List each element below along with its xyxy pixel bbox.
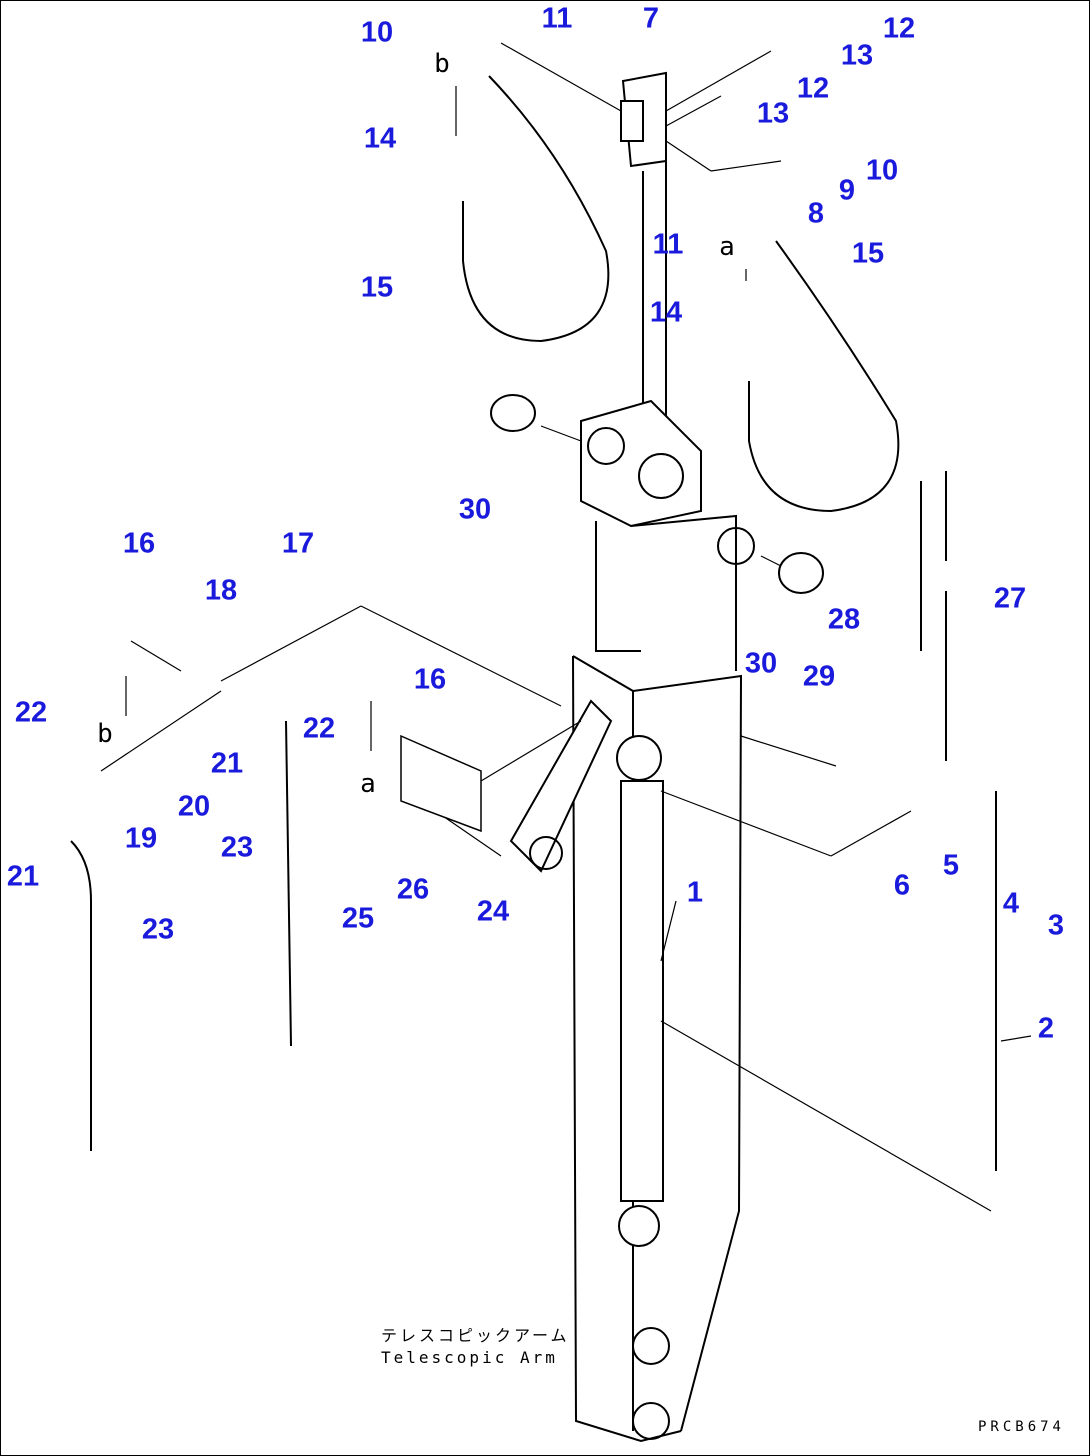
callout-12: 12 <box>796 72 830 105</box>
view-marker-a: a <box>719 232 735 262</box>
callout-26: 26 <box>396 873 430 906</box>
callout-10: 10 <box>865 154 899 187</box>
callout-17: 17 <box>281 527 315 560</box>
callout-3: 3 <box>1047 909 1065 942</box>
hoses <box>70 75 997 1171</box>
callout-6: 6 <box>893 869 911 902</box>
callout-30: 30 <box>744 647 778 680</box>
upper-arm <box>620 71 667 441</box>
callout-11: 11 <box>652 228 684 261</box>
callout-22: 22 <box>14 696 48 729</box>
callout-20: 20 <box>177 790 211 823</box>
callout-13: 13 <box>756 97 790 130</box>
callout-4: 4 <box>1002 887 1020 920</box>
callout-2: 2 <box>1037 1012 1055 1045</box>
callout-16: 16 <box>413 663 447 696</box>
callout-19: 19 <box>124 822 158 855</box>
callout-23: 23 <box>141 913 175 946</box>
callout-23: 23 <box>220 831 254 864</box>
caption-japanese: テレスコピックアーム <box>381 1326 570 1345</box>
callout-28: 28 <box>827 603 861 636</box>
callout-29: 29 <box>802 660 836 693</box>
callout-1: 1 <box>686 876 704 909</box>
callout-30: 30 <box>458 493 492 526</box>
callout-25: 25 <box>341 902 375 935</box>
callout-13: 13 <box>840 39 874 72</box>
caption-english: Telescopic Arm <box>381 1348 558 1367</box>
callout-21: 21 <box>6 860 40 893</box>
callout-12: 12 <box>882 12 916 45</box>
callout-7: 7 <box>642 2 660 35</box>
boom-bracket <box>490 394 824 671</box>
arm-caption: テレスコピックアーム Telescopic Arm <box>381 1325 570 1369</box>
cylinder <box>509 699 664 1247</box>
view-marker-b: b <box>434 49 450 79</box>
view-marker-b: b <box>97 719 113 749</box>
callout-14: 14 <box>649 296 683 329</box>
callout-9: 9 <box>838 174 856 207</box>
callout-21: 21 <box>210 747 244 780</box>
callout-10: 10 <box>360 16 394 49</box>
callout-22: 22 <box>302 712 336 745</box>
callout-24: 24 <box>476 895 510 928</box>
plate <box>400 734 482 833</box>
view-marker-a: a <box>360 769 376 799</box>
callout-5: 5 <box>942 849 960 882</box>
callout-14: 14 <box>363 122 397 155</box>
callout-8: 8 <box>807 197 825 230</box>
leader-lines <box>100 42 1032 1212</box>
callout-18: 18 <box>204 574 238 607</box>
drawing-code: PRCB674 <box>977 1419 1065 1435</box>
callout-11: 11 <box>541 2 573 35</box>
callout-27: 27 <box>993 582 1027 615</box>
callout-15: 15 <box>851 237 885 270</box>
lower-boom <box>572 655 743 1443</box>
callout-16: 16 <box>122 527 156 560</box>
callout-15: 15 <box>360 271 394 304</box>
